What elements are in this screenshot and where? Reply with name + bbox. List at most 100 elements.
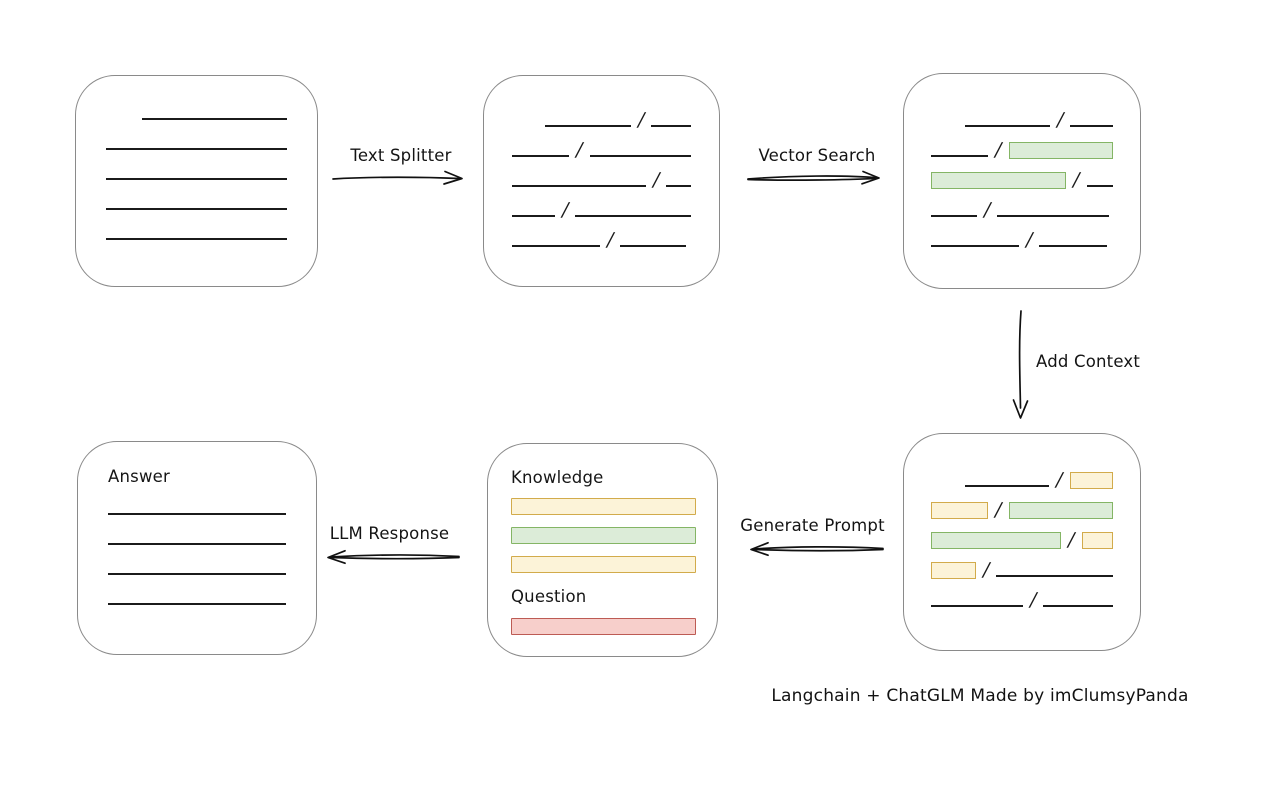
text-line — [651, 125, 691, 127]
slash-separator: / — [635, 109, 647, 131]
text-row — [108, 517, 286, 547]
text-row: / — [931, 519, 1113, 551]
spacer — [931, 488, 958, 489]
green-highlight — [1008, 502, 1113, 519]
knowledge-heading: Knowledge — [511, 468, 604, 487]
text-line — [1086, 185, 1113, 187]
text-line — [931, 245, 1019, 247]
text-row: / — [512, 159, 691, 191]
vector-search-label: Vector Search — [758, 146, 876, 165]
slash-separator: / — [1054, 109, 1066, 131]
arrow-left-icon — [327, 549, 460, 565]
text-row: / — [931, 579, 1113, 611]
text-row — [106, 152, 287, 182]
slash-separator: / — [1066, 529, 1078, 551]
vector-search-result-box: ///// — [903, 73, 1141, 289]
text-line — [666, 185, 691, 187]
generate-prompt-label: Generate Prompt — [740, 516, 885, 535]
slash-separator: / — [574, 139, 586, 161]
text-line — [965, 125, 1050, 127]
text-row — [108, 547, 286, 577]
text-line — [108, 603, 286, 605]
text-line — [965, 485, 1050, 487]
spacer — [931, 128, 958, 129]
text-row: / — [931, 219, 1113, 251]
question-bars — [511, 618, 696, 635]
text-line — [1070, 125, 1113, 127]
slash-separator: / — [1054, 469, 1066, 491]
split-chunks-box: / / / / / — [483, 75, 720, 287]
text-line — [108, 513, 286, 515]
text-line — [512, 155, 570, 157]
text-line — [1043, 605, 1113, 607]
slash-separator: / — [980, 559, 992, 581]
context-lines: / / / / / — [931, 459, 1113, 611]
slash-separator: / — [559, 199, 571, 221]
text-row: / — [512, 219, 691, 251]
text-row: / — [931, 549, 1113, 581]
prompt-box: Knowledge Question — [487, 443, 718, 657]
text-splitter-label: Text Splitter — [350, 146, 452, 165]
question-bar-red — [511, 618, 696, 635]
slash-separator: / — [604, 229, 616, 251]
add-context-label: Add Context — [1036, 352, 1141, 371]
answer-lines — [108, 487, 286, 607]
text-line — [512, 215, 556, 217]
text-line — [106, 208, 287, 210]
slash-separator: / — [993, 139, 1005, 161]
yellow-highlight — [1069, 472, 1113, 489]
text-line — [589, 155, 691, 157]
slash-separator: / — [650, 169, 662, 191]
text-line — [931, 605, 1023, 607]
arrow-left-icon — [750, 541, 884, 557]
spacer — [106, 121, 135, 122]
text-line — [997, 215, 1110, 217]
text-row: / — [512, 189, 691, 221]
green-highlight — [931, 532, 1062, 549]
text-line — [106, 238, 287, 240]
diagram-caption: Langchain + ChatGLM Made by imClumsyPand… — [771, 686, 1189, 706]
document-lines — [106, 92, 287, 242]
answer-box: Answer — [77, 441, 317, 655]
text-line — [512, 185, 646, 187]
knowledge-bar-yellow — [511, 498, 696, 515]
text-row — [106, 92, 287, 122]
text-line — [106, 178, 287, 180]
slash-separator: / — [1027, 589, 1039, 611]
yellow-highlight — [931, 562, 976, 579]
text-line — [108, 573, 286, 575]
text-line — [1039, 245, 1108, 247]
text-line — [931, 155, 989, 157]
text-line — [620, 245, 687, 247]
slash-separator: / — [1070, 169, 1083, 191]
text-row: / — [931, 129, 1113, 161]
text-row: / — [512, 129, 691, 161]
text-line — [575, 215, 691, 217]
source-document-box — [75, 75, 318, 287]
search-result-lines: ///// — [931, 99, 1113, 251]
text-row: / — [512, 99, 691, 131]
green-highlight — [1008, 142, 1113, 159]
text-row — [106, 122, 287, 152]
text-row: / — [931, 99, 1113, 131]
text-line — [996, 575, 1113, 577]
arrow-down-icon — [1012, 310, 1029, 419]
text-line — [512, 245, 600, 247]
slash-separator: / — [993, 499, 1005, 521]
text-line — [108, 543, 286, 545]
yellow-highlight — [1081, 532, 1113, 549]
knowledge-bars — [511, 498, 696, 573]
chunk-lines: / / / / / — [512, 99, 691, 251]
text-row — [108, 487, 286, 517]
text-row — [106, 182, 287, 212]
text-row: / — [931, 489, 1113, 521]
spacer — [512, 128, 538, 129]
knowledge-bar-green — [511, 527, 696, 544]
green-highlight — [931, 172, 1067, 189]
text-row: / — [931, 459, 1113, 491]
text-row: / — [931, 159, 1113, 191]
context-box: / / / / / — [903, 433, 1141, 651]
text-row — [106, 212, 287, 242]
text-line — [931, 215, 977, 217]
